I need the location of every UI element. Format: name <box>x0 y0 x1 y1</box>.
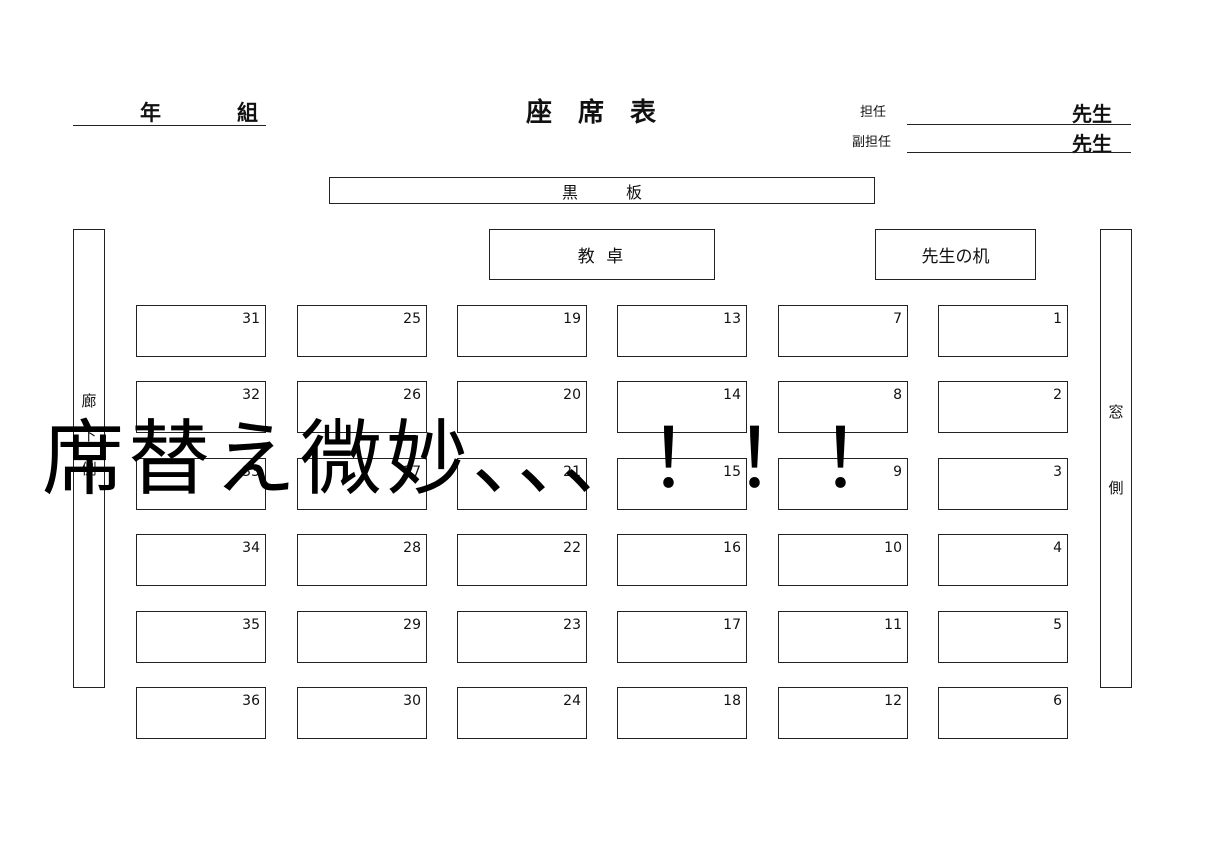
seat-35: 35 <box>136 611 266 663</box>
seat-26: 26 <box>297 381 427 433</box>
seat-number: 32 <box>242 387 260 403</box>
window-char-3: 側 <box>1108 479 1124 497</box>
year-label: 年 <box>140 101 161 125</box>
seat-9: 9 <box>778 458 908 510</box>
seat-13: 13 <box>617 305 747 357</box>
seat-18: 18 <box>617 687 747 739</box>
seat-number: 31 <box>242 311 260 327</box>
blackboard-label: 黒 板 <box>561 182 642 202</box>
teacher-podium-label: 教 卓 <box>577 247 627 267</box>
overlay-caption: 席替え微妙、、、！！！ <box>42 412 907 507</box>
teacher-desk-label: 先生の机 <box>921 247 990 267</box>
seat-7: 7 <box>778 305 908 357</box>
assistant-teacher-underline <box>907 152 1131 153</box>
blackboard: 黒 板 <box>329 177 875 204</box>
seat-number: 28 <box>403 540 421 556</box>
seat-number: 20 <box>563 387 581 403</box>
seat-23: 23 <box>457 611 587 663</box>
seat-31: 31 <box>136 305 266 357</box>
seat-number: 18 <box>723 693 741 709</box>
seat-number: 16 <box>723 540 741 556</box>
seat-30: 30 <box>297 687 427 739</box>
seat-number: 27 <box>403 464 421 480</box>
seat-6: 6 <box>938 687 1068 739</box>
window-char-1: 窓 <box>1108 403 1124 421</box>
seat-15: 15 <box>617 458 747 510</box>
hallway-char-1: 廊 <box>81 392 97 410</box>
seat-10: 10 <box>778 534 908 586</box>
hallway-char-2: 下 <box>81 426 97 444</box>
teacher-podium: 教 卓 <box>489 229 715 280</box>
homeroom-teacher-suffix: 先生 <box>1072 102 1112 126</box>
seat-16: 16 <box>617 534 747 586</box>
seat-25: 25 <box>297 305 427 357</box>
seat-19: 19 <box>457 305 587 357</box>
hallway-char-3: 側 <box>81 460 97 478</box>
seat-number: 12 <box>884 693 902 709</box>
seat-21: 21 <box>457 458 587 510</box>
seat-number: 22 <box>563 540 581 556</box>
seat-number: 24 <box>563 693 581 709</box>
seat-number: 14 <box>723 387 741 403</box>
seat-28: 28 <box>297 534 427 586</box>
seat-5: 5 <box>938 611 1068 663</box>
seat-27: 27 <box>297 458 427 510</box>
seat-number: 5 <box>1053 617 1062 633</box>
seat-number: 4 <box>1053 540 1062 556</box>
seat-4: 4 <box>938 534 1068 586</box>
seat-number: 17 <box>723 617 741 633</box>
seat-number: 34 <box>242 540 260 556</box>
seat-number: 15 <box>723 464 741 480</box>
seat-number: 13 <box>723 311 741 327</box>
seat-1: 1 <box>938 305 1068 357</box>
seat-33: 33 <box>136 458 266 510</box>
seat-number: 3 <box>1053 464 1062 480</box>
seat-number: 25 <box>403 311 421 327</box>
homeroom-teacher-label: 担任 <box>860 105 887 120</box>
seat-number: 35 <box>242 617 260 633</box>
seat-14: 14 <box>617 381 747 433</box>
seat-number: 6 <box>1053 693 1062 709</box>
seat-number: 19 <box>563 311 581 327</box>
seat-number: 8 <box>893 387 902 403</box>
seat-number: 11 <box>884 617 902 633</box>
seat-32: 32 <box>136 381 266 433</box>
seat-2: 2 <box>938 381 1068 433</box>
page-title: 座 席 表 <box>526 98 657 128</box>
class-underline <box>73 125 266 126</box>
seat-number: 21 <box>563 464 581 480</box>
seat-17: 17 <box>617 611 747 663</box>
seat-number: 10 <box>884 540 902 556</box>
seat-number: 2 <box>1053 387 1062 403</box>
seat-number: 1 <box>1053 311 1062 327</box>
seat-number: 30 <box>403 693 421 709</box>
assistant-teacher-label: 副担任 <box>852 135 892 150</box>
seat-20: 20 <box>457 381 587 433</box>
seat-3: 3 <box>938 458 1068 510</box>
seat-number: 7 <box>893 311 902 327</box>
seat-36: 36 <box>136 687 266 739</box>
class-label: 組 <box>237 101 258 125</box>
seat-8: 8 <box>778 381 908 433</box>
seat-number: 36 <box>242 693 260 709</box>
seat-number: 26 <box>403 387 421 403</box>
window-side-bar: 窓 側 <box>1100 229 1132 688</box>
seat-number: 33 <box>242 464 260 480</box>
seat-number: 9 <box>893 464 902 480</box>
seat-22: 22 <box>457 534 587 586</box>
homeroom-teacher-underline <box>907 124 1131 125</box>
teacher-desk: 先生の机 <box>875 229 1036 280</box>
seat-12: 12 <box>778 687 908 739</box>
seat-11: 11 <box>778 611 908 663</box>
seat-number: 23 <box>563 617 581 633</box>
seat-29: 29 <box>297 611 427 663</box>
seat-number: 29 <box>403 617 421 633</box>
seat-24: 24 <box>457 687 587 739</box>
seat-34: 34 <box>136 534 266 586</box>
hallway-side-bar: 廊 下 側 <box>73 229 105 688</box>
